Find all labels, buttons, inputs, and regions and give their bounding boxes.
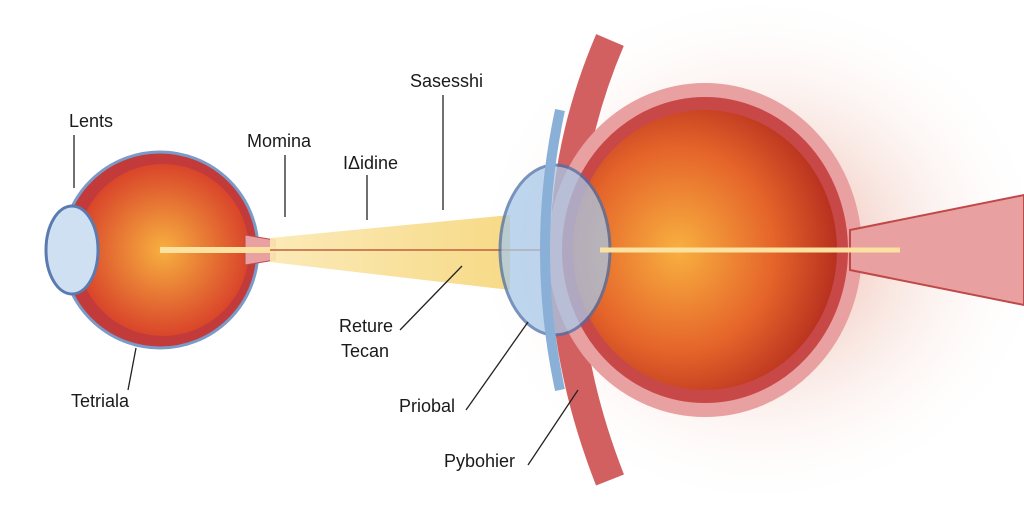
label-pybohier: Pybohier [444,451,516,471]
leader-lines [73,95,579,466]
label-sasesshi: Sasesshi [410,71,484,91]
label-aidine: IΔidine [343,153,399,173]
label-tecan: Tecan [341,341,390,361]
light-beam [270,215,510,290]
small-eye [44,150,276,350]
label-tetriala: Tetriala [71,391,130,411]
label-priobal: Priobal [399,396,456,416]
large-eye [498,34,1024,486]
label-reture: Reture [339,316,394,336]
label-lents: Lents [69,111,114,131]
label-momina: Momina [247,131,312,151]
